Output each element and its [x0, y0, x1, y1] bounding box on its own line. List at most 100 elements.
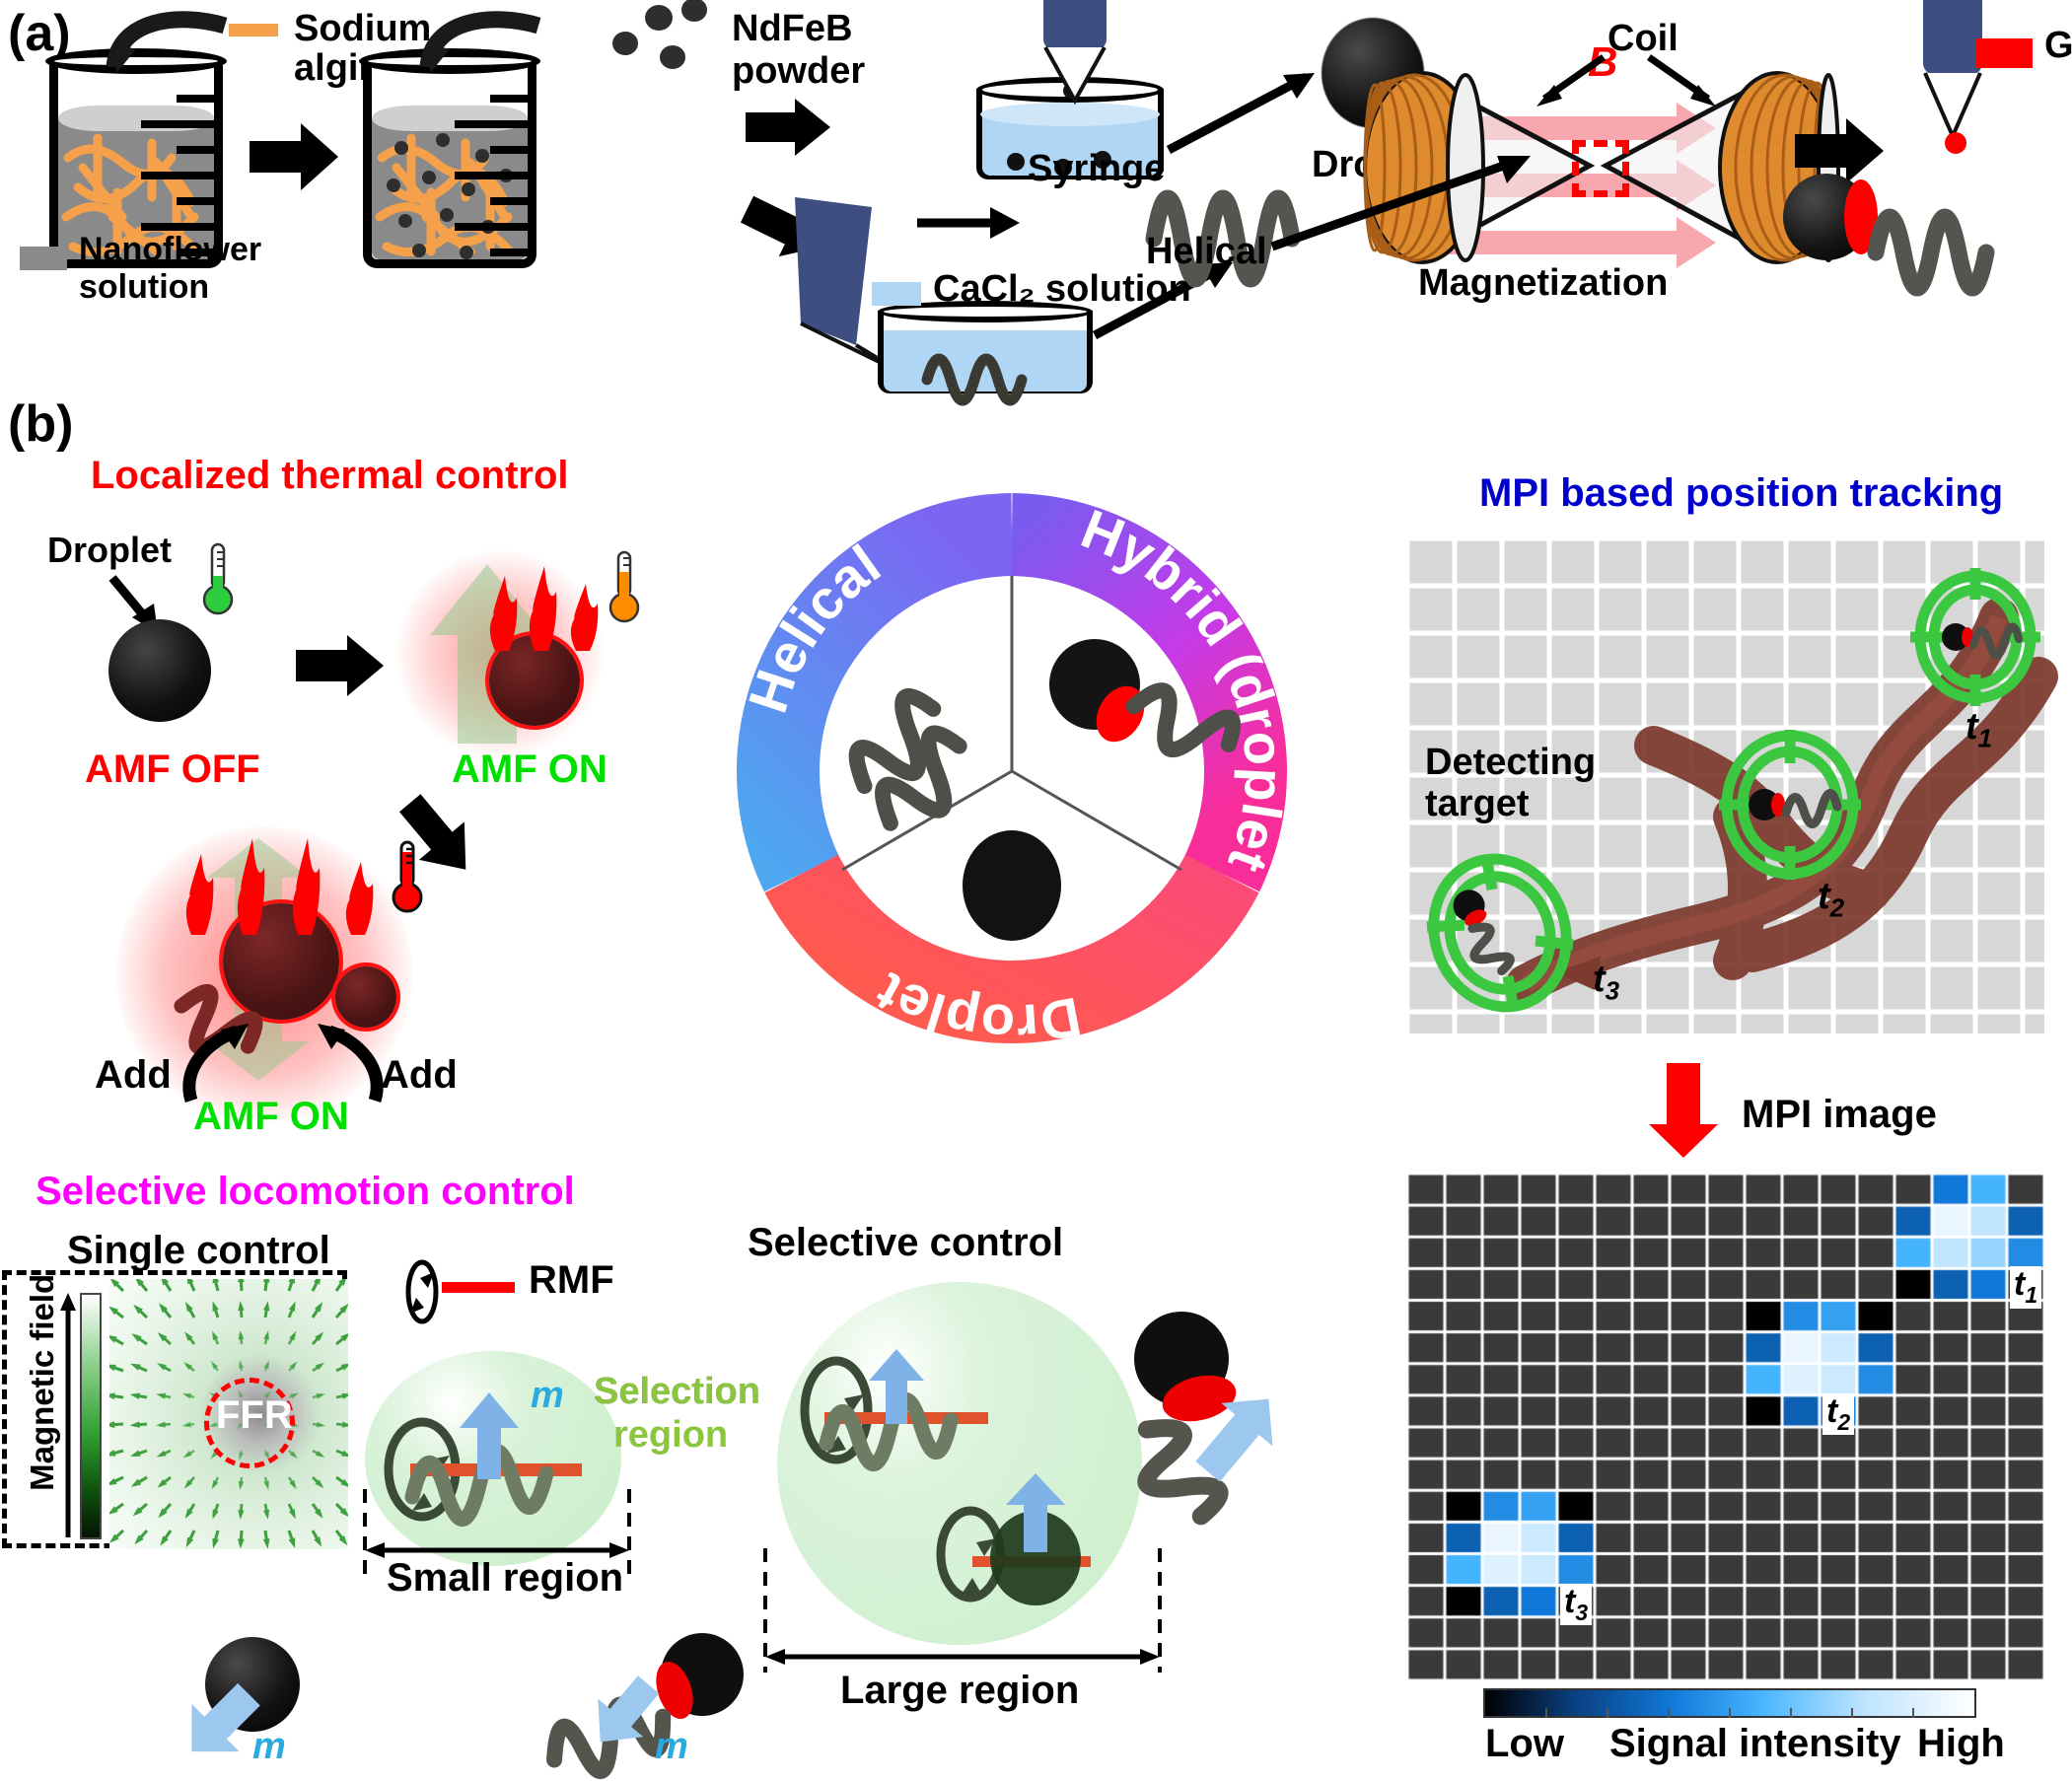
ffr-field-map: FFR — [109, 1279, 348, 1549]
rmf-label: RMF — [529, 1258, 614, 1302]
m-small-right-label: m — [655, 1726, 688, 1767]
signal-intensity-colorbar — [1483, 1688, 1976, 1718]
panel-b-letter: (b) — [8, 395, 74, 453]
beaker-nanoflower — [45, 48, 227, 268]
pour-arrow-1-icon — [106, 11, 228, 73]
donut-svg: Helical Hybrid (droplet+helical) Droplet — [679, 405, 1297, 1056]
selection-region-label-2: region — [613, 1414, 729, 1456]
helical-label: Helical — [1146, 231, 1267, 272]
needle-icon — [1043, 46, 1107, 106]
helix-in-dish-icon — [921, 353, 1028, 406]
thermometer-hot-icon — [392, 840, 423, 913]
tracking-targets-icon — [1426, 568, 2040, 1013]
detecting-target-label-1: Detecting — [1425, 742, 1597, 783]
robot-type-donut-chart: Helical Hybrid (droplet+helical) Droplet — [679, 405, 1327, 1087]
ndfeb-label-1: NdFeB — [732, 8, 853, 49]
alginate-swatch — [229, 24, 278, 37]
selective-locomotion-title: Selective locomotion control — [36, 1170, 575, 1213]
donut-icon-helical — [848, 688, 967, 831]
syringe-pointer-icon — [917, 207, 1020, 239]
nanoflower-swatch — [20, 247, 67, 270]
colorbar-high-label: High — [1917, 1722, 2005, 1765]
ndfeb-label-2: powder — [732, 49, 866, 92]
m-small-left-label: m — [252, 1726, 286, 1767]
helix-to-coil-arrow-icon — [1270, 156, 1531, 251]
thermal-heated-group-2 — [116, 826, 442, 1132]
small-region-dimension-icon — [363, 1489, 631, 1584]
coil-label: Coil — [1608, 18, 1679, 59]
add-left-arrow-icon — [182, 1024, 249, 1103]
gelatin-drop — [1945, 132, 1966, 154]
magnetization-label: Magnetization — [1418, 262, 1669, 304]
pour-arrow-2-icon — [419, 11, 541, 73]
small-region-label: Small region — [387, 1556, 624, 1600]
magnetic-field-axis-arrow-icon — [60, 1293, 76, 1537]
add-right-label: Add — [381, 1053, 458, 1097]
heat-flames-1-icon — [489, 566, 599, 651]
nanoflower-label-2: solution — [79, 268, 210, 306]
heat-flames-2-icon — [185, 838, 374, 935]
donut-segment-helical — [737, 493, 1014, 892]
beaker-graduations — [141, 94, 214, 256]
colorbar-ticks-icon — [1545, 1708, 1914, 1718]
small-region-helix-icon — [384, 1392, 582, 1527]
process-arrow-2-icon — [746, 99, 830, 156]
mpi-heatmap: t1 t2 t3 — [1407, 1174, 2044, 1680]
escaping-hybrid-robot-icon — [1134, 1312, 1273, 1526]
ndfeb-legend: NdFeB powder — [732, 10, 865, 91]
ndfeb-particles-icon — [612, 0, 707, 69]
detecting-target-label-2: target — [1425, 783, 1530, 824]
syringe-label: Syringe — [1028, 148, 1166, 189]
single-control-title: Single control — [67, 1229, 330, 1272]
cacl2-dish-helical — [878, 301, 1093, 406]
mpi-heatmap-canvas — [1407, 1174, 2044, 1680]
arrow-to-droplet-icon — [1166, 73, 1315, 154]
process-arrow-4-icon — [1795, 118, 1884, 183]
colorbar-title-label: Signal intensity — [1609, 1722, 1901, 1765]
colorbar-low-label: Low — [1485, 1722, 1564, 1765]
large-region-helix-icon — [800, 1349, 988, 1471]
selection-region-label-1b: Selection — [594, 1371, 760, 1412]
gelatin-label: Gelatin — [2044, 25, 2072, 66]
t1-label-scene: t1 — [1965, 706, 1993, 753]
alginate-ndfeb-mix-icon — [375, 133, 515, 259]
amf-off-label: AMF OFF — [85, 748, 260, 791]
ffr-circle — [204, 1378, 295, 1468]
cacl2-swatch — [872, 282, 921, 306]
rmf-swatch — [442, 1282, 515, 1293]
add-left-label: Add — [95, 1053, 172, 1097]
t3-label-scene: t3 — [1593, 959, 1620, 1006]
thermal-helix-hot-icon — [174, 984, 263, 1055]
hybrid-robot-product — [1783, 160, 2059, 297]
m-small-helix-label: m — [531, 1375, 564, 1416]
gelatin-needle-icon — [1923, 72, 1982, 141]
thermal-heated-group-1 — [387, 540, 613, 767]
large-region-dimension-icon — [763, 1548, 1162, 1673]
amf-on-label-1: AMF ON — [452, 748, 607, 791]
mpi-vessel-scene: t1 t2 t3 Detecting target — [1404, 535, 2058, 1033]
mpi-image-arrow-icon — [1649, 1063, 1718, 1158]
donut-icon-droplet — [963, 830, 1061, 941]
m-vector-droplet-icon — [191, 1682, 260, 1752]
sodium-alginate-label-1: Sodium — [294, 8, 432, 49]
ffr-label: FFR — [216, 1393, 293, 1437]
t3-label-heatmap: t3 — [1560, 1583, 1593, 1625]
t1-label-heatmap: t1 — [2010, 1266, 2042, 1309]
add-right-arrow-icon — [318, 1024, 384, 1103]
amf-on-label-2: AMF ON — [193, 1095, 349, 1138]
alginate-strands-icon — [61, 133, 201, 257]
beaker-with-ndfeb — [359, 48, 540, 268]
mpi-image-label: MPI image — [1742, 1093, 1937, 1136]
thermometer-cold-icon — [202, 542, 234, 615]
large-region-label: Large region — [840, 1669, 1080, 1712]
process-arrow-1-icon — [250, 123, 338, 190]
panel-a-letter: (a) — [8, 5, 71, 62]
selective-control-title: Selective control — [748, 1221, 1064, 1264]
helical-structure-icon — [1145, 189, 1301, 288]
thermometer-warm-icon — [608, 550, 640, 623]
thermal-droplet-small — [335, 966, 396, 1028]
thermal-arrow-2-icon — [398, 794, 466, 870]
cacl2-label: CaCl₂ solution — [933, 268, 1191, 310]
donut-icon-hybrid — [1049, 639, 1242, 758]
robot-helix-tail-icon — [1867, 208, 1995, 297]
